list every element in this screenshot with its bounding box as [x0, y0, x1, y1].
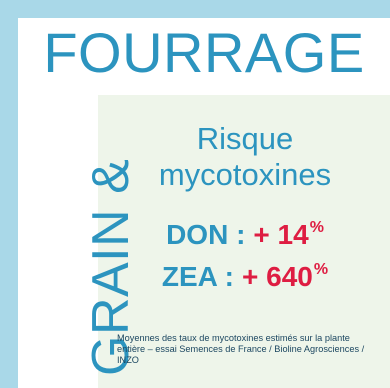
metrics-block: DON : + 14 % ZEA : + 640 %	[130, 207, 360, 291]
risk-title: Risque mycotoxines	[130, 121, 360, 194]
content-panel	[98, 95, 390, 388]
metric-label-zea: ZEA :	[161, 261, 234, 292]
risk-title-line-2: mycotoxines	[158, 157, 332, 193]
metric-value-don: + 14 %	[253, 219, 324, 250]
metric-label-don: DON :	[166, 219, 246, 250]
metric-value-zea: + 640 %	[241, 261, 329, 292]
vertical-label-container: GRAIN &	[18, 94, 140, 376]
metric-number-zea: + 640	[241, 261, 313, 292]
risk-title-line-1: Risque	[196, 121, 294, 156]
metric-percent-don: %	[309, 219, 324, 236]
metric-number-don: + 14	[253, 219, 309, 250]
footnote: Moyennes des taux de mycotoxines estimés…	[117, 333, 365, 366]
main-title: FOURRAGE	[43, 21, 365, 84]
metric-row-zea: ZEA : + 640 %	[130, 249, 360, 291]
metric-percent-zea: %	[313, 261, 329, 278]
metric-row-don: DON : + 14 %	[130, 207, 360, 249]
